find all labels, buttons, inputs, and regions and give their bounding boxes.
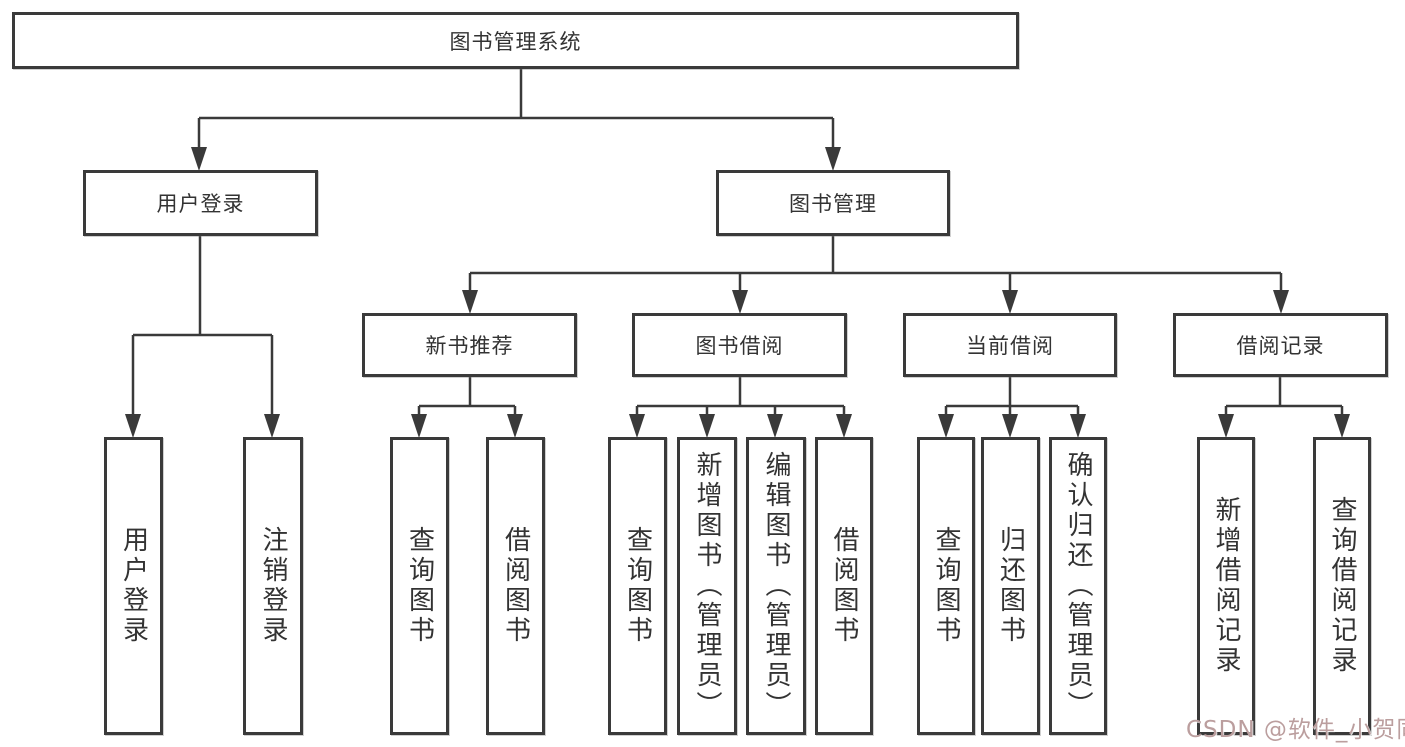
leaf-label: 借阅图书 <box>500 526 531 646</box>
leaf-borrow-book-1: 借阅图书 <box>486 437 545 735</box>
node-new-book-recommend: 新书推荐 <box>362 313 577 377</box>
node-label: 图书借阅 <box>695 334 784 358</box>
csdn-watermark: CSDN @软件_小贺同学 <box>1186 717 1405 743</box>
node-user-login-label: 用户登录 <box>156 192 245 216</box>
leaf-borrow-book-2: 借阅图书 <box>815 437 873 735</box>
leaf-user-login: 用户登录 <box>104 437 163 735</box>
leaf-label: 查询图书 <box>931 526 961 646</box>
leaf-label: 查询借阅记录 <box>1327 496 1357 676</box>
leaf-label: 确认归还（管理员） <box>1063 451 1093 721</box>
leaf-label: 归还图书 <box>995 526 1026 646</box>
leaf-label: 用户登录 <box>118 526 149 646</box>
leaf-label: 新增借阅记录 <box>1211 496 1241 676</box>
node-label: 当前借阅 <box>966 334 1054 358</box>
leaf-query-book-3: 查询图书 <box>917 437 975 735</box>
leaf-label: 编辑图书（管理员） <box>761 451 791 721</box>
node-borrow-record: 借阅记录 <box>1173 313 1388 377</box>
leaf-label: 查询图书 <box>404 526 435 646</box>
node-current-borrow: 当前借阅 <box>903 313 1117 377</box>
leaf-query-book-2: 查询图书 <box>608 437 667 735</box>
leaf-label: 注销登录 <box>258 526 288 646</box>
node-root-label: 图书管理系统 <box>449 29 582 54</box>
leaf-return-book: 归还图书 <box>981 437 1040 735</box>
leaf-logout: 注销登录 <box>243 437 303 735</box>
leaf-confirm-return-admin: 确认归还（管理员） <box>1049 437 1107 735</box>
leaf-query-book-1: 查询图书 <box>390 437 449 735</box>
node-user-login: 用户登录 <box>83 170 318 236</box>
node-book-borrow: 图书借阅 <box>632 313 847 377</box>
leaf-label: 查询图书 <box>622 526 653 646</box>
leaf-edit-book-admin: 编辑图书（管理员） <box>746 437 806 735</box>
leaf-add-borrow-record: 新增借阅记录 <box>1197 437 1255 735</box>
leaf-query-borrow-record: 查询借阅记录 <box>1313 437 1371 735</box>
leaf-label: 新增图书（管理员） <box>692 451 722 721</box>
leaf-label: 借阅图书 <box>829 526 859 646</box>
node-book-manage-label: 图书管理 <box>789 192 877 216</box>
leaf-add-book-admin: 新增图书（管理员） <box>677 437 737 735</box>
node-label: 借阅记录 <box>1236 334 1325 358</box>
node-book-manage: 图书管理 <box>716 170 950 236</box>
node-label: 新书推荐 <box>425 334 514 358</box>
node-root: 图书管理系统 <box>12 12 1019 69</box>
